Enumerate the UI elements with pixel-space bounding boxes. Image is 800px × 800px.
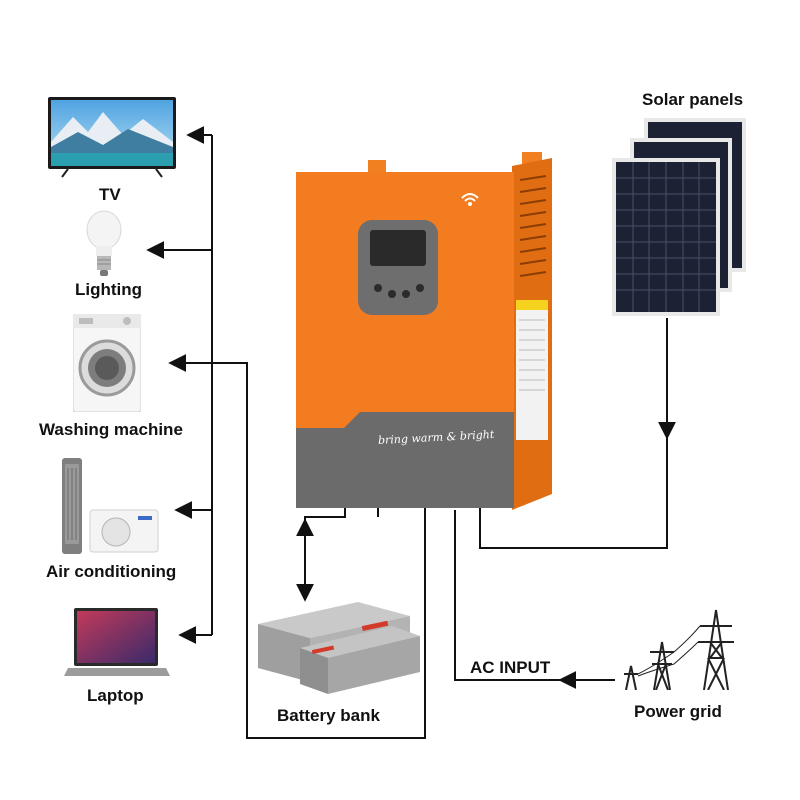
air-conditioner-icon	[58, 458, 160, 556]
laptop-label: Laptop	[87, 686, 144, 705]
washing-machine-label: Washing machine	[39, 420, 183, 439]
solar-panels-label: Solar panels	[642, 90, 744, 109]
washing-machine-icon	[72, 313, 142, 413]
laptop-icon	[64, 608, 170, 680]
ac-input-label: AC INPUT	[470, 658, 551, 677]
tv-icon	[48, 97, 176, 179]
battery-bank-icon	[252, 598, 422, 694]
solar-feed-wire	[479, 430, 668, 549]
solar-panels-icon	[608, 116, 748, 316]
lighting-label: Lighting	[75, 280, 143, 299]
power-grid-label: Power grid	[634, 702, 722, 721]
washing-feed-wire	[168, 354, 426, 739]
inverter-unit	[294, 150, 556, 510]
power-grid-icon	[620, 606, 738, 691]
light-bulb-icon	[86, 210, 122, 278]
tv-label: TV	[99, 185, 121, 204]
battery-bank-label: Battery bank	[277, 706, 380, 725]
air-conditioning-label: Air conditioning	[46, 562, 177, 581]
